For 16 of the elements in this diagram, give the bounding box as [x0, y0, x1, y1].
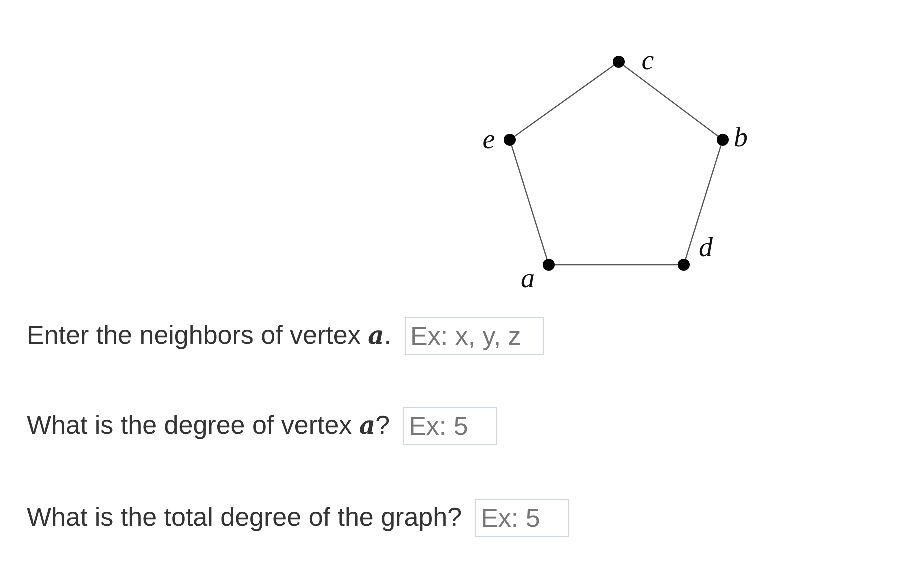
vertex-label: b — [734, 124, 748, 153]
answer-field: Ex: x, y, z — [404, 317, 544, 355]
vertex-label: d — [699, 234, 713, 263]
graph-edge — [685, 146, 722, 260]
vertex-label: a — [521, 266, 535, 294]
question-text: What is the degree of vertex a? — [27, 411, 390, 441]
graph-edge — [555, 264, 678, 266]
graph-edge — [623, 65, 719, 137]
answer-field: Ex: 5 — [475, 499, 570, 537]
question-text: Enter the neighbors of vertex a. — [27, 321, 392, 351]
vertex-label: c — [642, 48, 654, 76]
vertex-label: e — [482, 126, 496, 155]
graph-edge — [514, 65, 614, 137]
graph-edge — [511, 146, 548, 260]
answer-field: Ex: 5 — [403, 407, 498, 445]
question-text: What is the total degree of the graph? — [27, 503, 462, 533]
